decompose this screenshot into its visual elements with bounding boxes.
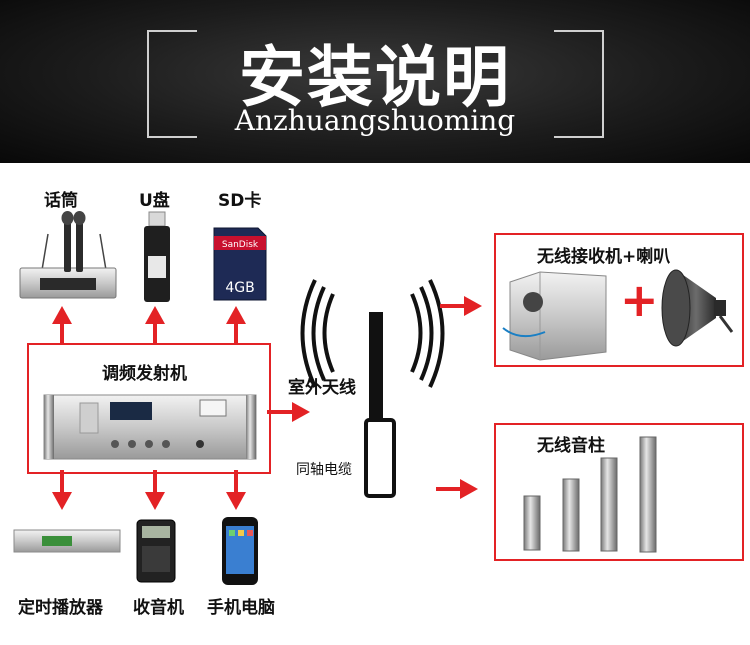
sd-card-icon: SanDisk 4GB: [213, 227, 267, 301]
radio-icon: [136, 519, 176, 583]
usb-label: U盘: [139, 191, 170, 211]
usb-drive-icon: [144, 211, 170, 302]
arrow-to-antenna: [267, 402, 310, 422]
header-banner: 安装说明 Anzhuangshuoming: [0, 0, 750, 163]
flow-arrows: [52, 296, 482, 510]
arrow-to-sd: [226, 306, 246, 343]
receiver-cabinet-icon: [502, 271, 607, 361]
mic-label: 话筒: [44, 191, 78, 211]
antenna-label: 室外天线: [288, 378, 356, 398]
microphone-icon: [19, 211, 117, 299]
arrow-to-phone: [226, 470, 246, 510]
title-bracket-right: [554, 30, 604, 138]
transmitter-label: 调频发射机: [102, 364, 187, 384]
timer-player-icon: [13, 529, 121, 553]
arrow-to-column-speakers: [436, 479, 478, 499]
page-subtitle: Anzhuangshuoming: [234, 104, 516, 137]
column-speakers-icon: [523, 436, 657, 553]
arrow-to-usb: [145, 306, 165, 343]
receiver-label: 无线接收机+喇叭: [537, 247, 671, 267]
cable-label: 同轴电缆: [296, 462, 352, 478]
phone-label: 手机电脑: [207, 598, 275, 618]
sd-card-brand: SanDisk: [222, 240, 259, 250]
phone-icon: [222, 517, 258, 585]
arrow-to-radio: [145, 470, 165, 510]
timer-label: 定时播放器: [18, 598, 103, 618]
horn-speaker-icon: [661, 269, 734, 347]
radio-label: 收音机: [133, 598, 184, 618]
plus-sign: +: [620, 273, 659, 327]
page-title: 安装说明: [239, 39, 511, 116]
arrow-to-timer: [52, 470, 72, 510]
sd-card-capacity: 4GB: [225, 280, 254, 296]
title-bracket-left: [147, 30, 197, 138]
arrow-to-mic: [52, 306, 72, 343]
column-speaker-label: 无线音柱: [537, 436, 605, 456]
transmitter-device-icon: [43, 394, 257, 460]
arrow-to-receiver: [440, 296, 482, 316]
antenna-icon: [300, 279, 445, 498]
sd-label: SD卡: [218, 191, 262, 211]
